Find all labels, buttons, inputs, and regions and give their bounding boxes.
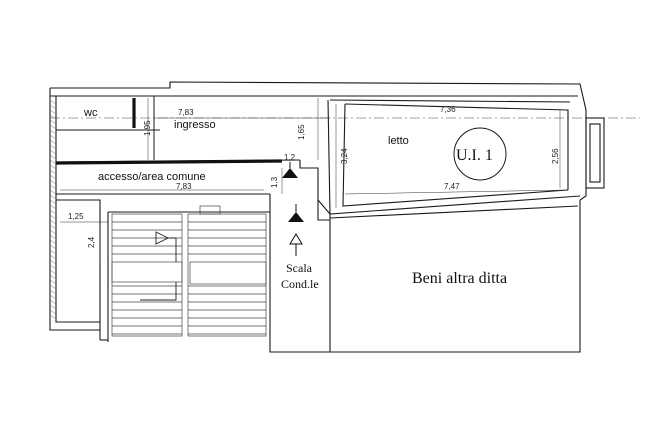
room-label-wc: wc [83, 107, 98, 119]
hatch-line [49, 274, 57, 280]
scala-arrow-icon [289, 233, 303, 256]
hatch-line [49, 249, 57, 255]
dim-accesso-length: 7,83 [176, 182, 192, 191]
hatch-line [49, 219, 57, 225]
hatch-line [49, 299, 57, 305]
hatch-line [49, 244, 57, 250]
hatch-line [49, 154, 57, 160]
level-marker-lower [288, 212, 304, 222]
hatch-line [49, 189, 57, 195]
hatch-line [49, 234, 57, 240]
hatch-line [49, 159, 57, 165]
hatch-line [49, 309, 57, 315]
hatch-line [49, 289, 57, 295]
unit-circle [453, 127, 507, 181]
dim-letto-bottom: 7,47 [444, 182, 460, 191]
hatch-line [49, 149, 57, 155]
hatch-line [49, 279, 57, 285]
left-hatch [49, 99, 57, 320]
hatch-line [49, 144, 57, 150]
room-label-beni: Beni altra ditta [412, 270, 507, 287]
hatch-line [49, 169, 57, 175]
hatch-line [49, 239, 57, 245]
hatch-line [49, 134, 57, 140]
level-marker-upper [282, 168, 298, 178]
dim-left-height: 2,4 [87, 236, 96, 248]
hatch-line [49, 114, 57, 120]
dim-top-left: 7,83 [178, 108, 194, 117]
hatch-line [49, 179, 57, 185]
hatch-line [49, 294, 57, 300]
hatch-line [49, 174, 57, 180]
thick-walls [55, 98, 283, 165]
hatch-line [49, 269, 57, 275]
dim-ingresso-height: 1,65 [297, 124, 306, 140]
hatch-line [49, 124, 57, 130]
room-label-ingresso: ingresso [174, 119, 216, 131]
hatch-line [49, 214, 57, 220]
dimension-lines [60, 98, 567, 260]
hatch-line [49, 194, 57, 200]
wc-partition [56, 96, 160, 160]
hatch-line [49, 99, 57, 105]
hatch-line [49, 259, 57, 265]
stair-label-line2: Cond.le [281, 277, 319, 291]
hatch-line [49, 284, 57, 290]
stair-label-line1: Scala [286, 261, 313, 275]
stair-steps [111, 205, 267, 337]
hatch-line [49, 204, 57, 210]
hatch-line [49, 109, 57, 115]
unit-label: U.I. 1 [456, 147, 493, 164]
hatch-line [49, 199, 57, 205]
room-label-accesso: accesso/area comune [98, 171, 206, 183]
hatch-line [49, 229, 57, 235]
hatch-line [49, 164, 57, 170]
stair-direction-arrow [140, 231, 177, 301]
dim-letto-height: 3,24 [340, 148, 349, 164]
hatch-line [49, 264, 57, 270]
dim-right-height: 2,56 [551, 148, 560, 164]
dim-gap: 1,2 [284, 153, 296, 162]
hatch-line [49, 304, 57, 310]
dim-left-width: 1,25 [68, 212, 84, 221]
hatch-line [49, 254, 57, 260]
dim-top-right: 7,36 [440, 105, 456, 114]
hatch-line [49, 209, 57, 215]
hatch-line [49, 119, 57, 125]
hatch-line [49, 224, 57, 230]
hatch-line [49, 139, 57, 145]
hatch-line [49, 129, 57, 135]
hatch-line [49, 184, 57, 190]
hatch-line [49, 314, 57, 320]
dim-wc-height: 1,95 [143, 120, 152, 136]
dim-accesso-height: 1,3 [270, 176, 279, 188]
room-label-letto: letto [388, 135, 409, 147]
level-markers [282, 162, 304, 222]
hatch-line [49, 104, 57, 110]
